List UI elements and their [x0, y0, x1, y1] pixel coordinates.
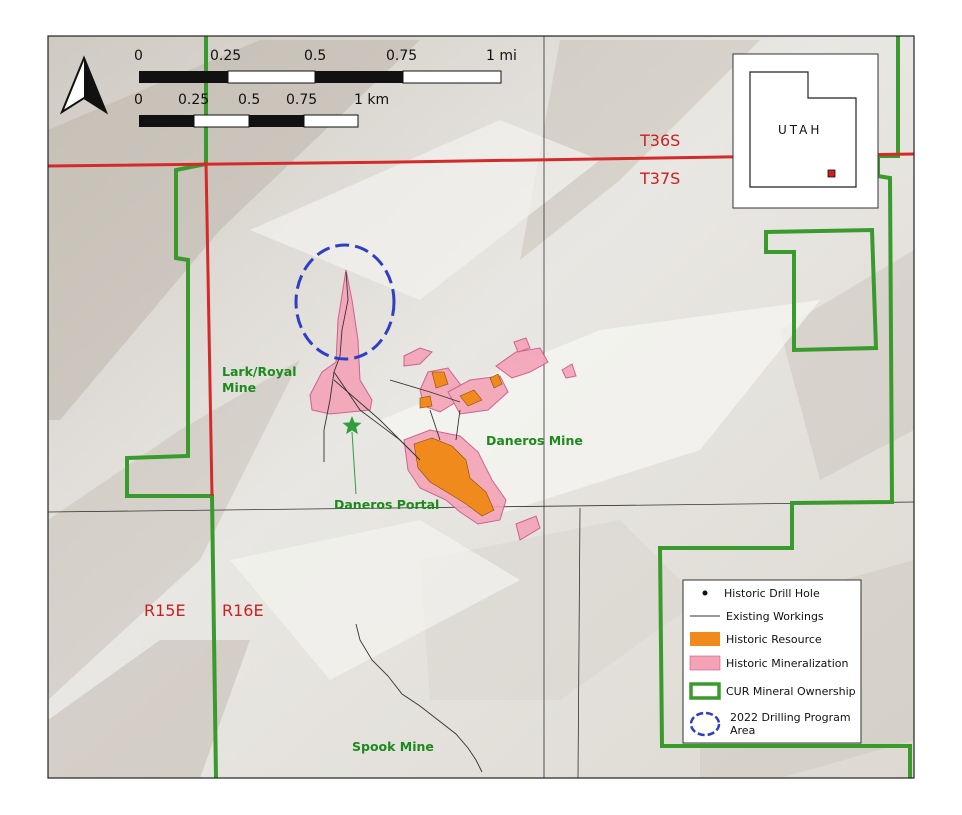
- scale-km-tick-0: 0: [134, 92, 143, 108]
- ownership-symbol: [689, 682, 721, 700]
- range-label-east: R16E: [222, 601, 264, 620]
- drilling-area-symbol: [689, 711, 721, 737]
- mineralization-symbol: [689, 655, 721, 671]
- daneros-mine-label: Daneros Mine: [486, 433, 583, 448]
- scale-bar-km: 0 0.25 0.5 0.75 1 km: [134, 92, 389, 128]
- township-label-north: T36S: [639, 131, 680, 150]
- utah-inset-map: UTAH: [732, 53, 879, 209]
- legend-ownership: CUR Mineral Ownership: [726, 685, 856, 698]
- scale-mi-tick-1: 0.25: [210, 48, 241, 64]
- scale-mi-tick-3: 0.75: [386, 48, 417, 64]
- map-legend: Historic Drill Hole Existing Workings Hi…: [682, 579, 862, 744]
- legend-workings: Existing Workings: [726, 610, 824, 623]
- map-frame: [47, 35, 915, 779]
- drilling-program-area: [294, 243, 396, 361]
- daneros-portal-label: Daneros Portal: [334, 497, 439, 512]
- legend-drilling-line2: Area: [730, 724, 755, 737]
- scale-mi-tick-4: 1 mi: [486, 48, 517, 64]
- range-label-west: R15E: [144, 601, 186, 620]
- scale-mi-tick-2: 0.5: [304, 48, 326, 64]
- legend-resource: Historic Resource: [726, 633, 822, 646]
- spook-mine-label: Spook Mine: [352, 739, 434, 754]
- scale-mi-tick-0: 0: [134, 48, 143, 64]
- lark-royal-label-line2: Mine: [222, 380, 256, 395]
- scale-km-tick-3: 0.75: [286, 92, 317, 108]
- legend-drilling-line1: 2022 Drilling Program: [730, 711, 851, 724]
- scale-km-tick-2: 0.5: [238, 92, 260, 108]
- scale-bar-miles: 0 0.25 0.5 0.75 1 mi: [134, 48, 517, 84]
- historic-resource: [413, 371, 503, 517]
- daneros-portal-star-icon: [342, 416, 362, 435]
- township-label-south: T37S: [639, 169, 680, 188]
- north-arrow-icon: [59, 55, 109, 115]
- portal-leader-line: [351, 431, 357, 495]
- drill-hole-symbol: [702, 590, 708, 596]
- project-location-marker: [827, 169, 836, 178]
- resource-symbol: [690, 632, 720, 646]
- lark-royal-label-line1: Lark/Royal: [222, 364, 297, 379]
- scale-km-tick-4: 1 km: [354, 92, 389, 108]
- legend-mineralization: Historic Mineralization: [726, 657, 849, 670]
- scale-km-tick-1: 0.25: [178, 92, 209, 108]
- utah-outline: [749, 71, 857, 188]
- existing-workings: [323, 271, 483, 773]
- utah-label: UTAH: [778, 123, 822, 137]
- legend-drill-hole: Historic Drill Hole: [724, 587, 820, 600]
